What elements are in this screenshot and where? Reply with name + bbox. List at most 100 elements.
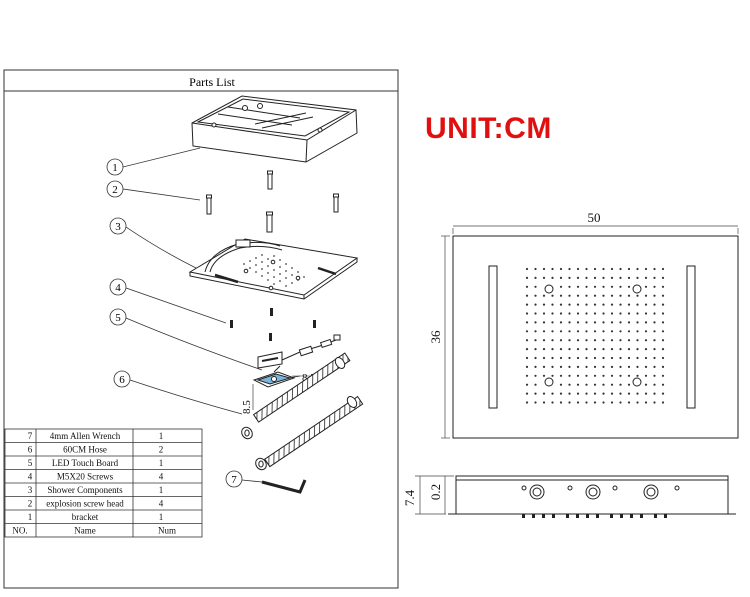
nozzle-dot [576,294,580,297]
nozzle-dot [661,374,665,377]
front-light-holes [544,284,642,387]
hoses-drawing [241,352,364,471]
svg-text:5: 5 [115,312,121,324]
callout-5: 5 [109,308,127,326]
front-width-dimension: 50 [452,210,739,234]
nozzle-dot [627,276,631,279]
nozzle-dot [627,374,631,377]
screw-heads-drawing [206,170,339,233]
nozzle-dot [568,356,571,360]
nozzle-dot [661,303,665,306]
nozzle-dot [593,303,597,306]
nozzle-dot [551,294,554,297]
nozzle-dot [585,294,588,297]
nozzle-dot [559,383,563,386]
nozzle-dot [627,312,631,315]
nozzle-dot [525,348,529,351]
table-row: 3 Shower Components 1 [28,485,164,495]
nozzle-dot [542,401,546,404]
nozzle-dot [610,294,614,297]
nozzle-dot [576,339,580,342]
nozzle-dot [653,294,656,297]
front-height-label: 36 [428,330,443,344]
nozzle-dot [525,330,529,333]
nozzle-dot [619,348,622,351]
svg-text:2: 2 [28,499,33,509]
nozzle-dot [610,348,614,351]
nozzle-dot [619,267,622,271]
nozzle-dot [602,321,605,324]
nozzle-dot [534,294,537,297]
nozzle-dot [644,365,648,368]
nozzle-dot [636,321,639,324]
nozzle-dot [653,330,656,333]
nozzle-dot [661,392,665,395]
nozzle-dot [542,276,546,279]
parts-table [4,428,203,538]
svg-text:7: 7 [231,474,237,486]
nozzle-dot [568,321,571,324]
nozzle-dot [602,348,605,351]
nozzle-dot [585,276,588,279]
nozzle-dot [602,374,605,377]
side-depth-label: 7.4 [402,489,417,506]
nozzle-dot [610,392,614,395]
nozzle-dot [525,365,529,368]
nozzle-dot [585,348,588,351]
nozzle-dot [627,348,631,351]
nozzle-dot [551,392,554,395]
svg-text:4: 4 [28,472,33,482]
nozzle-dot [585,330,588,333]
nozzle-dot [559,285,563,288]
nozzle-dot [602,392,605,395]
nozzle-dot [593,374,597,377]
nozzle-dot [559,356,563,360]
nozzle-dot [602,312,605,315]
nozzle-dot [653,267,656,271]
svg-text:Name: Name [74,526,96,536]
nozzle-dot [627,303,631,306]
nozzle-dot [627,339,631,342]
svg-text:4: 4 [159,499,164,509]
nozzle-dot [636,339,639,342]
nozzle-dot [653,365,656,368]
nozzle-dot [568,330,571,333]
svg-text:2: 2 [159,445,164,455]
nozzle-dot [653,401,656,404]
front-view [452,235,739,439]
nozzle-dot [568,365,571,368]
nozzle-dot [534,339,537,342]
nozzle-dot [661,401,665,404]
nozzle-dot [636,312,639,315]
nozzle-dot [593,392,597,395]
nozzle-dot [602,339,605,342]
nozzle-dot [585,339,588,342]
nozzle-dot [559,392,563,395]
nozzle-dot [568,285,571,288]
nozzle-dot [593,356,597,360]
nozzle-dot [559,312,563,315]
touch-board-height-label: 8.5 [241,400,253,414]
nozzle-dot [576,356,580,360]
nozzle-dot [525,401,529,404]
nozzle-dot [525,312,529,315]
nozzle-dot [619,285,622,288]
screws-drawing [230,308,316,341]
nozzle-dot [576,365,580,368]
parts-list-title: Parts List [189,75,235,89]
nozzle-dot [636,294,639,297]
nozzle-dot [525,276,529,279]
nozzle-dot [534,356,537,360]
nozzle-dot [559,294,563,297]
nozzle-dot [602,330,605,333]
nozzle-dot [636,276,639,279]
nozzle-dot [661,285,665,288]
nozzle-dot [534,365,537,368]
nozzle-dot [542,294,546,297]
nozzle-dot [585,374,588,377]
nozzle-dot [602,383,605,386]
nozzle-dot [568,383,571,386]
nozzle-dot [551,321,554,324]
nozzle-dot [576,401,580,404]
shower-plate-drawing [188,238,359,300]
